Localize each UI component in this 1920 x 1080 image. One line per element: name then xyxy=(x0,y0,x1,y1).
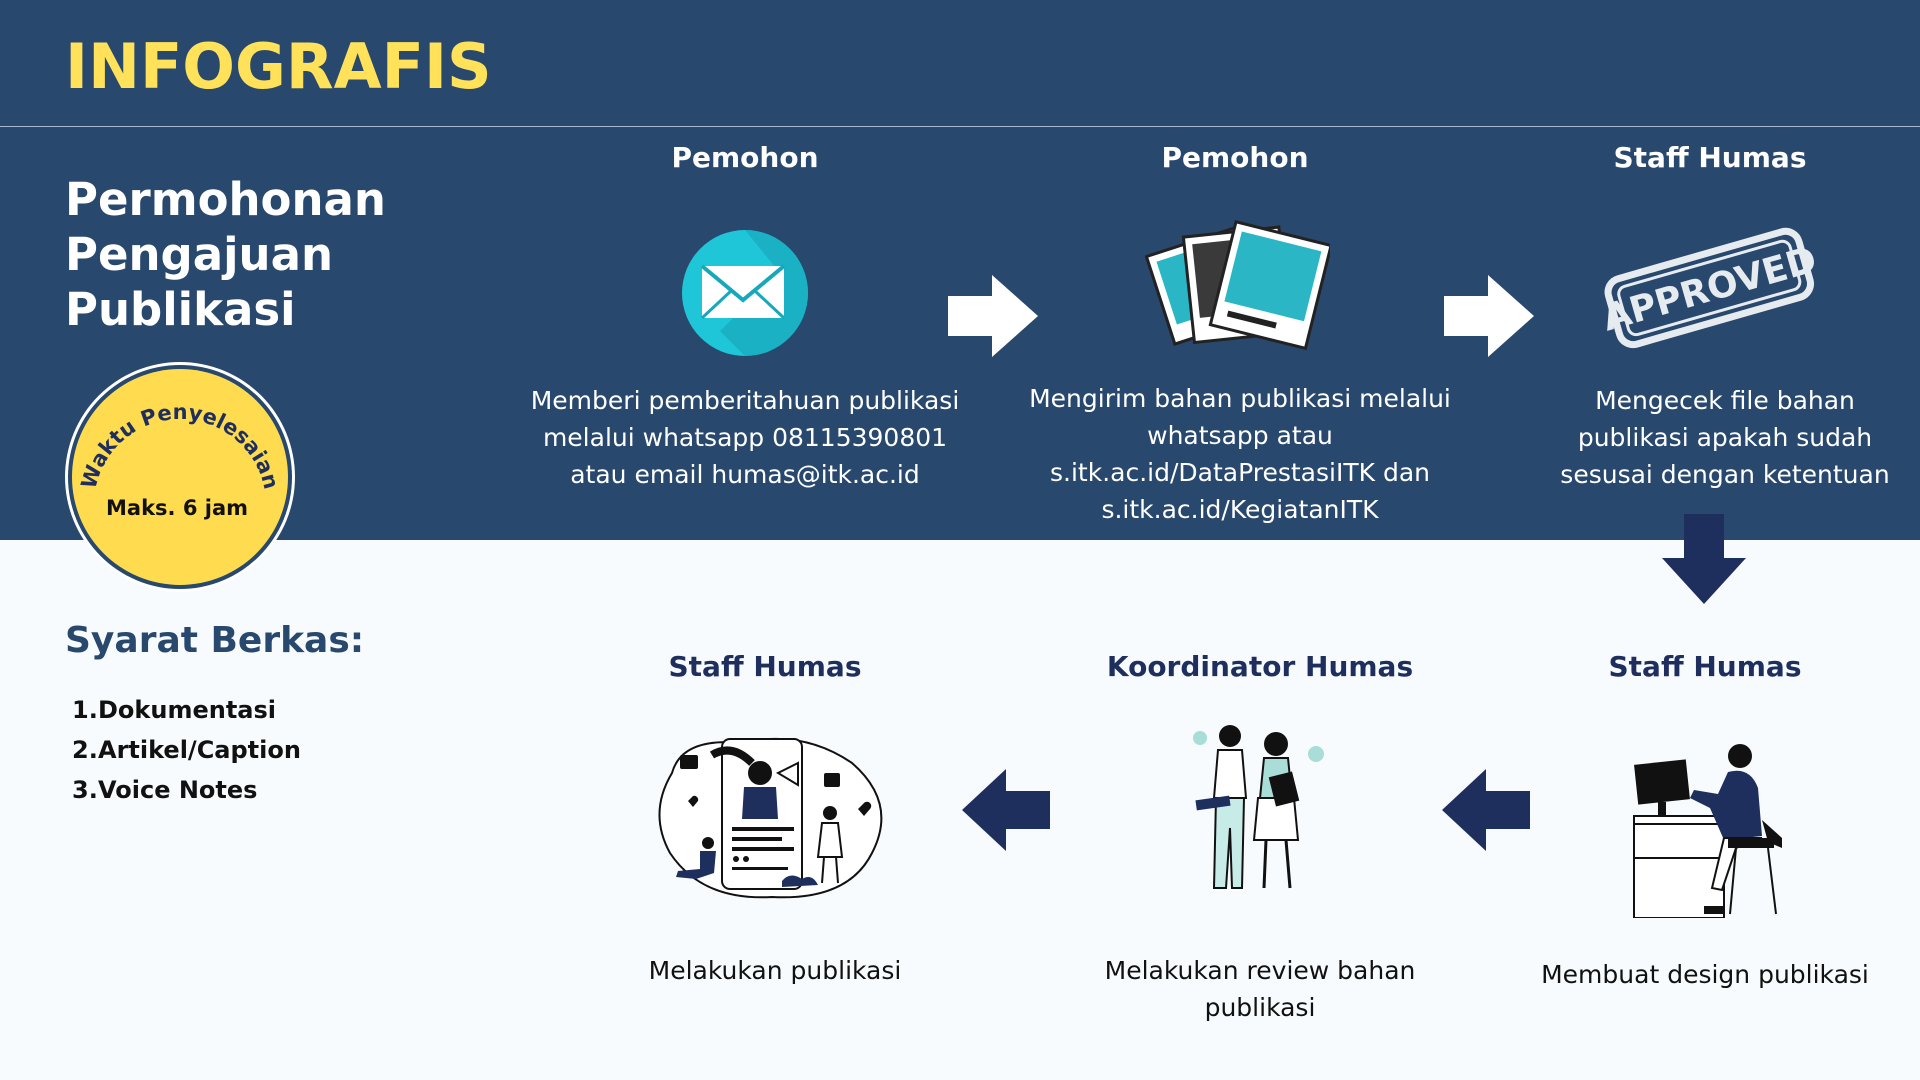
step-6-role: Staff Humas xyxy=(668,650,862,683)
approved-stamp-icon: APPROVED xyxy=(1598,227,1821,349)
step-2-role: Pemohon xyxy=(1161,141,1309,174)
header-band xyxy=(0,0,1920,540)
reviewers-icon xyxy=(1193,725,1324,889)
main-heading-line-2: Pengajuan xyxy=(65,228,333,281)
step-2-description: Mengirim bahan publikasi melalui whatsap… xyxy=(1029,384,1451,524)
step-1-role: Pemohon xyxy=(671,141,819,174)
step-4-role: Staff Humas xyxy=(1608,650,1802,683)
badge-value: Maks. 6 jam xyxy=(106,496,248,520)
arrow-down-icon xyxy=(1662,514,1746,604)
step-5-role: Koordinator Humas xyxy=(1106,650,1414,683)
main-heading-line-3: Publikasi xyxy=(65,283,296,336)
requirements-list: 1.Dokumentasi 2.Artikel/Caption 3.Voice … xyxy=(72,696,301,816)
list-item: 1.Dokumentasi xyxy=(72,696,277,724)
social-media-publish-icon xyxy=(658,737,883,899)
completion-time-badge: Waktu Penyelesaian Maks. 6 jam xyxy=(65,362,295,592)
step-5-description: Melakukan review bahan publikasi xyxy=(1104,956,1416,1022)
arrow-right-icon xyxy=(1444,275,1534,357)
arrow-left-icon xyxy=(962,769,1050,851)
envelope-icon xyxy=(682,230,808,356)
arrow-left-icon xyxy=(1442,769,1530,851)
step-6-description: Melakukan publikasi xyxy=(648,956,902,985)
main-heading: Permohonan Pengajuan Publikasi xyxy=(65,172,485,337)
step-4-description: Membuat design publikasi xyxy=(1541,960,1869,989)
requirements-title: Syarat Berkas: xyxy=(65,620,365,661)
main-heading-line-1: Permohonan xyxy=(65,173,386,226)
page-title: INFOGRAFIS xyxy=(65,30,492,103)
list-item: 2.Artikel/Caption xyxy=(72,736,301,764)
designer-desk-icon xyxy=(1633,744,1782,918)
header-divider xyxy=(0,126,1920,127)
photos-icon xyxy=(1145,219,1330,351)
step-3-description: Mengecek file bahan publikasi apakah sud… xyxy=(1560,386,1890,489)
arrow-right-icon xyxy=(948,275,1038,357)
step-1-description: Memberi pemberitahuan publikasi melalui … xyxy=(530,386,960,489)
list-item: 3.Voice Notes xyxy=(72,776,258,804)
step-3-role: Staff Humas xyxy=(1613,141,1807,174)
